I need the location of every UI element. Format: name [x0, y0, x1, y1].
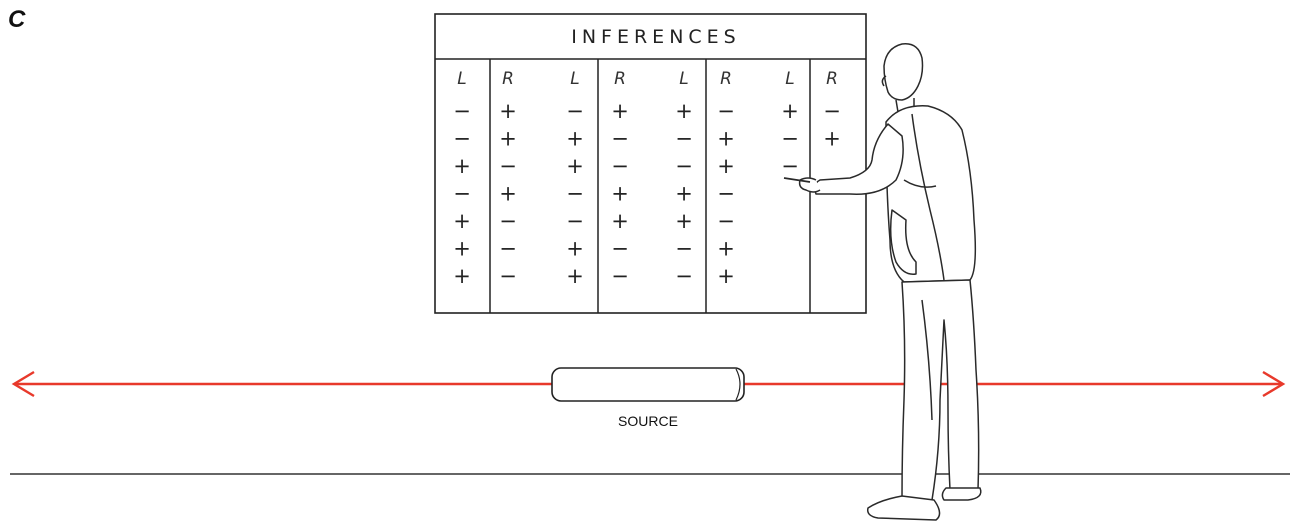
- board-cell: +: [675, 209, 693, 233]
- source-cylinder: [551, 367, 745, 402]
- board-cell: +: [453, 237, 471, 261]
- board-title: INFERENCES: [571, 26, 741, 48]
- board-cell: +: [675, 182, 693, 206]
- board-cell: −: [611, 264, 629, 288]
- board-cell: +: [499, 182, 517, 206]
- board-cell: +: [781, 99, 799, 123]
- board-cell: +: [566, 154, 584, 178]
- board-cell: +: [566, 127, 584, 151]
- board-cell: −: [453, 99, 471, 123]
- board-cell: +: [566, 264, 584, 288]
- board-cell: −: [499, 209, 517, 233]
- board-cell: +: [566, 237, 584, 261]
- board-cell: −: [566, 99, 584, 123]
- board-cell: −: [675, 237, 693, 261]
- board-cell: −: [566, 209, 584, 233]
- board-column-header: R: [614, 69, 626, 89]
- board-cell: +: [499, 127, 517, 151]
- board-cell: −: [611, 237, 629, 261]
- board-cell: −: [675, 264, 693, 288]
- board-cell: +: [717, 237, 735, 261]
- board-cell: −: [453, 182, 471, 206]
- board-column-header: L: [457, 69, 466, 89]
- board-cell: −: [675, 154, 693, 178]
- man-figure: [783, 43, 982, 521]
- panel-letter: C: [8, 6, 26, 33]
- board-cell: +: [675, 99, 693, 123]
- board-cell: +: [823, 127, 841, 151]
- source-label: SOURCE: [618, 413, 678, 429]
- board-cell: +: [611, 209, 629, 233]
- board-cells: −+−++−+−−++−−+−++−+−−+−−+−++−+−−++−+−+−−…: [453, 99, 841, 288]
- board-cell: +: [611, 99, 629, 123]
- board-cell: +: [717, 154, 735, 178]
- board-cell: −: [499, 264, 517, 288]
- board-cell: −: [781, 154, 799, 178]
- board-cell: +: [717, 264, 735, 288]
- board-cell: −: [566, 182, 584, 206]
- board-cell: +: [717, 127, 735, 151]
- board-cell: −: [717, 182, 735, 206]
- inference-board: [434, 13, 867, 314]
- red-double-arrow: [11, 370, 1286, 398]
- board-cell: −: [499, 237, 517, 261]
- board-cell: +: [611, 182, 629, 206]
- board-cell: −: [611, 154, 629, 178]
- board-cell: −: [717, 209, 735, 233]
- board-cell: −: [453, 127, 471, 151]
- board-cell: +: [453, 209, 471, 233]
- board-column-header: L: [679, 69, 688, 89]
- board-cell: −: [823, 99, 841, 123]
- board-column-header: L: [785, 69, 794, 89]
- board-cell: +: [453, 264, 471, 288]
- board-cell: −: [675, 127, 693, 151]
- board-cell: +: [453, 154, 471, 178]
- board-cell: +: [499, 99, 517, 123]
- board-column-header: R: [826, 69, 838, 89]
- board-cell: −: [781, 127, 799, 151]
- board-column-header: R: [502, 69, 514, 89]
- board-cell: −: [717, 99, 735, 123]
- board-cell: −: [499, 154, 517, 178]
- board-column-header: R: [720, 69, 732, 89]
- board-column-header: L: [570, 69, 579, 89]
- board-cell: −: [611, 127, 629, 151]
